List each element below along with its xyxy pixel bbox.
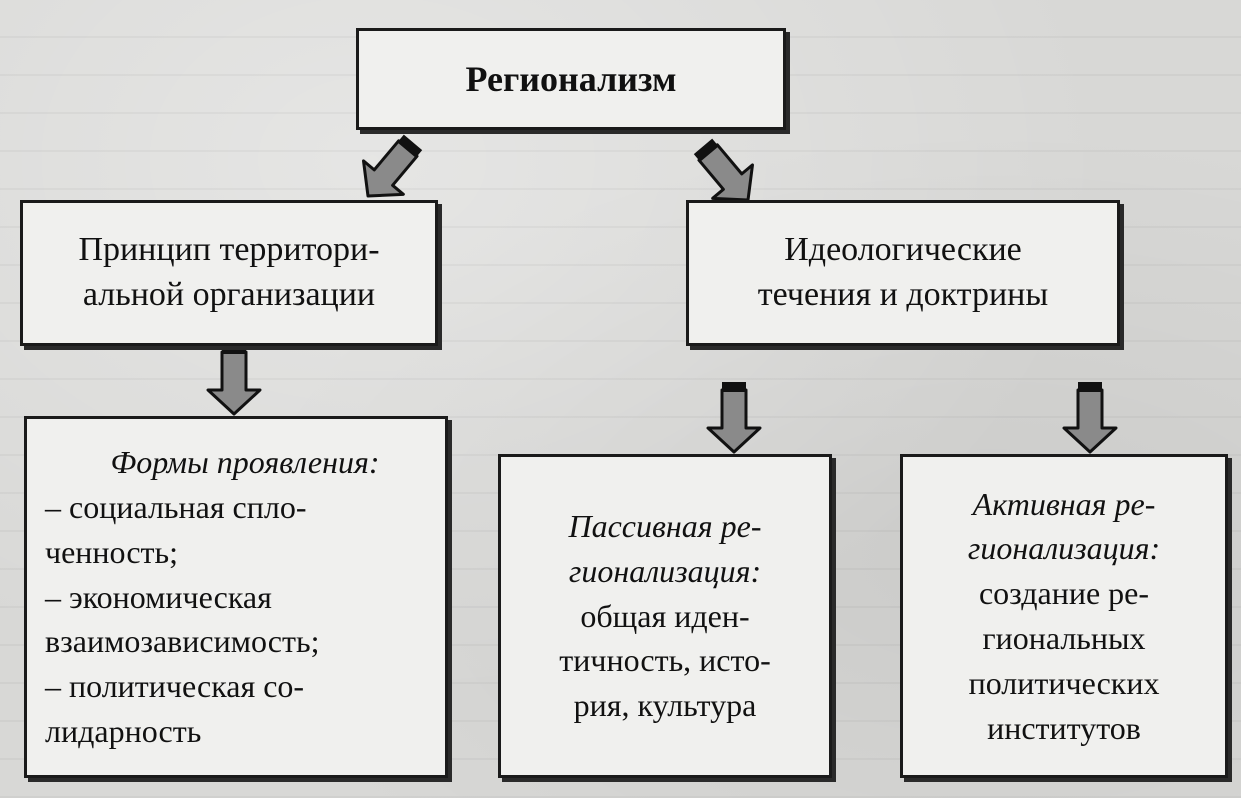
active-line-4: институтов: [987, 709, 1141, 746]
arrow-ideology-to-passive: [706, 380, 762, 454]
forms-node: Формы проявления: – социальная спло- чен…: [24, 416, 448, 778]
arrow-principle-to-forms: [206, 342, 262, 416]
active-line-1: создание ре-: [978, 575, 1150, 612]
active-heading-line-2: гионализация:: [967, 530, 1161, 567]
forms-line-3: – экономическая: [45, 578, 272, 615]
passive-heading-line-1: Пассивная ре-: [568, 508, 762, 544]
forms-heading: Формы проявления:: [110, 444, 380, 481]
principle-line-1: Принцип территори-: [78, 231, 380, 269]
passive-heading-line-2: гионализация:: [568, 552, 762, 589]
active-line-3: политических: [968, 664, 1160, 701]
passive-line-3: рия, культура: [573, 687, 757, 724]
passive-node: Пассивная ре- гионализация: общая иден- …: [498, 454, 832, 778]
active-node: Активная ре- гионализация: создание ре- …: [900, 454, 1228, 778]
forms-line-1: – социальная спло-: [45, 489, 307, 525]
arrow-ideology-to-active: [1062, 380, 1118, 454]
principle-node: Принцип территори- альной организации: [20, 200, 438, 346]
passive-line-2: тичность, исто-: [559, 642, 771, 679]
forms-line-5: – политическая со-: [45, 668, 305, 705]
ideology-node: Идеологические течения и доктрины: [686, 200, 1120, 346]
forms-line-2: ченность;: [45, 533, 179, 570]
ideology-line-2: течения и доктрины: [757, 276, 1049, 313]
active-heading-line-1: Активная ре-: [972, 485, 1156, 522]
principle-line-2: альной организации: [82, 276, 376, 313]
root-node: Регионализм: [356, 28, 786, 130]
passive-line-1: общая иден-: [580, 597, 750, 634]
forms-line-4: взаимозависимость;: [45, 623, 320, 660]
active-line-2: гиональных: [982, 620, 1146, 656]
ideology-line-1: Идеологические: [784, 231, 1022, 269]
forms-line-6: лидарность: [45, 712, 202, 749]
root-label: Регионализм: [465, 59, 677, 99]
